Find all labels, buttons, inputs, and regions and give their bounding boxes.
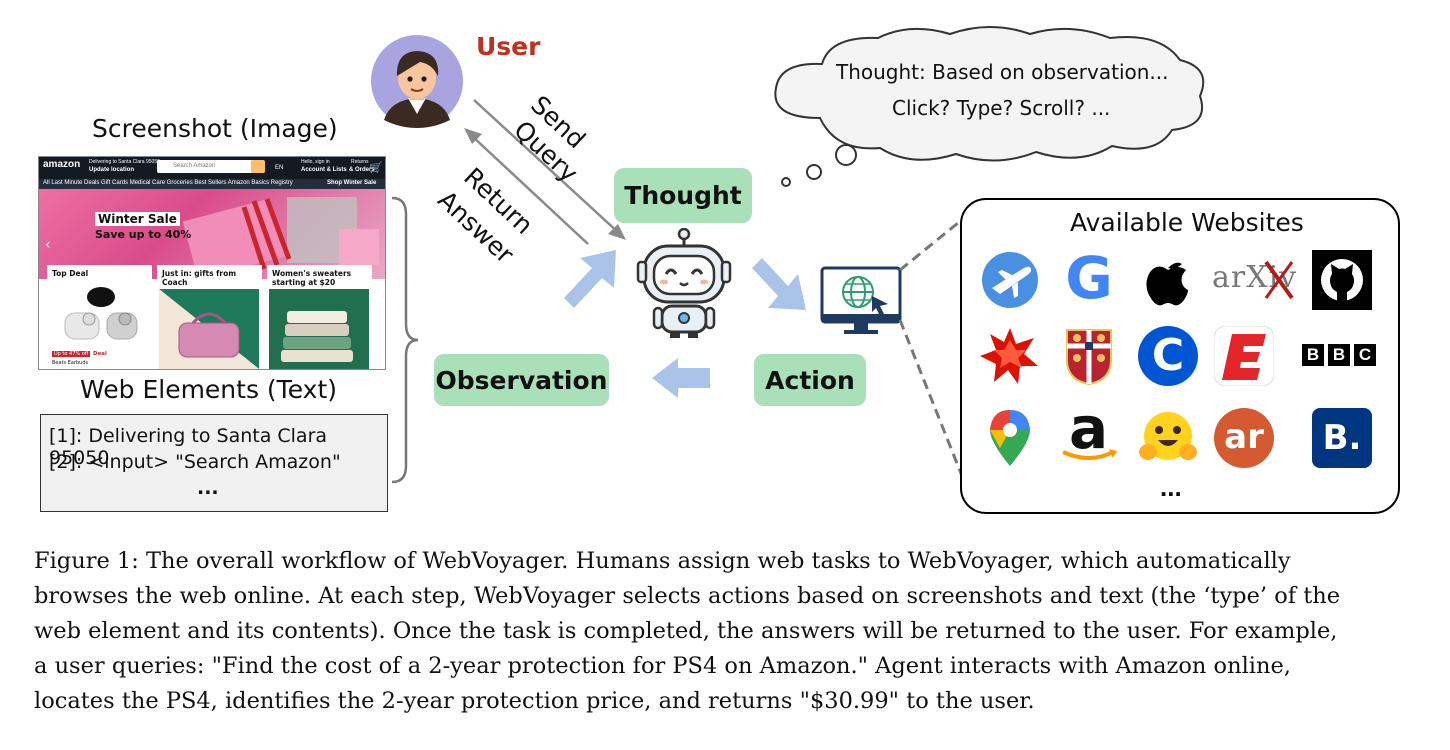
google-icon: G [1065, 244, 1113, 312]
arrow-to-action-icon [752, 258, 806, 310]
huggingface-icon [1139, 412, 1197, 460]
curly-brace [391, 196, 419, 484]
thought-pill: Thought [614, 168, 752, 223]
user-avatar-icon [371, 35, 463, 128]
card-sweaters-title: Women's sweaters starting at $20 [272, 269, 352, 287]
search-placeholder: Search Amazon [173, 163, 216, 169]
sale-subtitle: Save up to 40% [95, 228, 192, 241]
caption-line-3: web element and its contents). Once the … [34, 618, 1338, 644]
sale-title: Winter Sale [95, 212, 180, 226]
figure-caption: Figure 1: The overall workflow of WebVoy… [34, 544, 1424, 719]
google-maps-icon [990, 410, 1030, 466]
thought-bubble-line-2: Click? Type? Scroll? ... [892, 96, 1111, 120]
caption-line-5: locates the PS4, identifies the 2-year p… [34, 688, 1035, 714]
card-coach[interactable]: Just in: gifts from Coach [157, 265, 262, 369]
search-box[interactable] [157, 160, 257, 173]
orders-label[interactable]: & Orders [349, 167, 375, 173]
amazon-screenshot: amazon Delivering to Santa Clara 95050 U… [38, 156, 386, 370]
espn-icon [1214, 326, 1274, 386]
winter-sale-banner[interactable]: ‹ Winter Sale Save up to 40% [39, 189, 385, 279]
cambridge-dictionary-icon [1066, 329, 1112, 386]
caption-line-2: browses the web online. At each step, We… [34, 583, 1341, 609]
card-top-deal-title: Top Deal [52, 269, 89, 278]
cart-icon[interactable]: 🛒 [369, 162, 383, 174]
more-sites-ellipsis: ... [1160, 472, 1182, 502]
returns-label[interactable]: Returns [351, 159, 369, 165]
card-top-deal-footer: Beats Earbuds [52, 360, 89, 366]
amazon-navbar: All Last Minute Deals Gift Cards Medical… [39, 179, 385, 189]
amazon-topbar: amazon Delivering to Santa Clara 95050 U… [39, 157, 385, 179]
svg-text:‹: ‹ [45, 237, 51, 253]
card-coach-title: Just in: gifts from Coach [162, 269, 237, 287]
bbc-icon: B B C [1302, 344, 1376, 366]
booking-icon: B. [1312, 408, 1372, 468]
bbc-letter-2: B [1328, 344, 1350, 366]
web-element-2: [2]: <input> "Search Amazon" [49, 451, 341, 473]
send-query-arrow [464, 99, 626, 245]
web-element-more: ... [197, 477, 219, 499]
hero-art: ‹ [45, 197, 379, 279]
robot-agent-icon [636, 228, 732, 338]
arrow-to-thought-icon [564, 250, 616, 308]
google-flights-icon [982, 252, 1038, 308]
sweaters-image [269, 289, 369, 369]
monitor-globe-icon [820, 266, 902, 334]
amazon-logo: amazon [43, 159, 81, 170]
amazon-a-letter: a [1069, 394, 1109, 462]
navbar-shop-winter[interactable]: Shop Winter Sale [327, 180, 377, 186]
earbuds-image [64, 287, 138, 340]
update-location: Update location [89, 167, 135, 173]
screenshot-title: Screenshot (Image) [92, 114, 338, 143]
thought-cloud [774, 26, 1205, 187]
thought-bubble-line-1: Thought: Based on observation... [836, 60, 1169, 84]
deal-badge: Up to 47% off [52, 351, 91, 357]
wolfram-alpha-icon [980, 328, 1038, 384]
deal-word: Deal [93, 351, 107, 357]
observation-pill: Observation [434, 354, 609, 406]
navbar-items[interactable]: All Last Minute Deals Gift Cards Medical… [43, 180, 293, 186]
caption-line-4: a user queries: "Find the cost of a 2-ye… [34, 653, 1291, 679]
bbc-letter-1: B [1302, 344, 1324, 366]
deliver-text: Delivering to Santa Clara 95050 [89, 159, 160, 165]
dashed-connector [898, 208, 975, 477]
arrow-to-observation-icon [652, 358, 710, 398]
amazon-smile-icon [1062, 449, 1117, 460]
web-elements-box: [1]: Delivering to Santa Clara 95050 [2]… [40, 414, 388, 512]
web-elements-title: Web Elements (Text) [80, 375, 337, 404]
user-label: User [476, 32, 541, 61]
available-websites-title: Available Websites [1070, 208, 1304, 237]
search-icon[interactable] [251, 160, 265, 173]
bbc-letter-3: C [1354, 344, 1376, 366]
caption-line-1: Figure 1: The overall workflow of WebVoy… [34, 548, 1291, 574]
apple-icon [1146, 262, 1188, 306]
card-sweaters[interactable]: Women's sweaters starting at $20 [267, 265, 372, 369]
web-element-1: [1]: Delivering to Santa Clara 95050 [49, 425, 328, 469]
coursera-icon: C [1138, 326, 1198, 386]
account-label[interactable]: Hello, sign in [301, 159, 330, 165]
amazon-icon: a [1059, 394, 1119, 462]
action-pill: Action [754, 354, 866, 406]
coach-bag-image [159, 289, 259, 369]
lang-label[interactable]: EN [275, 165, 284, 171]
allrecipes-icon: ar [1214, 408, 1274, 468]
card-top-deal[interactable]: Top Deal Up to 47% off Deal Beats Earbud… [47, 265, 152, 369]
available-websites-panel: Available Websites G arXiv C B [960, 198, 1400, 514]
account-lists[interactable]: Account & Lists [301, 167, 347, 173]
github-icon [1312, 250, 1372, 310]
arxiv-x-mark [1264, 260, 1294, 300]
